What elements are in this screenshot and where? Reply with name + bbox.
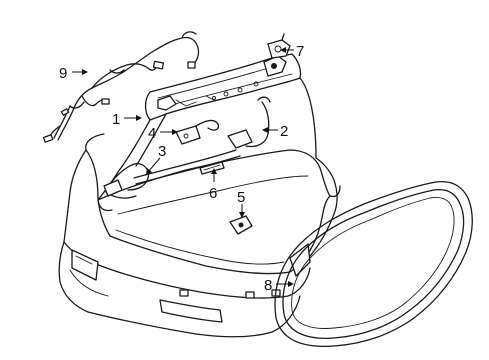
release-cable <box>199 161 225 175</box>
left-hinge <box>103 163 150 199</box>
callout-5: 5 <box>237 189 245 206</box>
callout-9: 9 <box>59 65 67 82</box>
callout-6: 6 <box>209 185 217 202</box>
weatherstrip <box>274 180 473 348</box>
callout-8: 8 <box>264 277 272 294</box>
callout-2: 2 <box>280 123 288 140</box>
callout-1: 1 <box>112 111 120 128</box>
callout-3: 3 <box>158 143 166 160</box>
bracket <box>175 119 220 145</box>
torsion-rod <box>133 149 241 185</box>
trunk-lid <box>97 53 302 201</box>
callout-4: 4 <box>148 125 156 142</box>
lock-assembly <box>267 33 291 59</box>
car-body <box>58 77 341 338</box>
callout-leaders <box>72 47 294 287</box>
callout-7: 7 <box>296 43 304 60</box>
callout-labels: 1 2 3 4 5 6 7 8 9 <box>59 43 304 294</box>
wiring-harness <box>42 31 200 143</box>
right-hinge <box>227 96 271 149</box>
striker <box>229 215 253 235</box>
